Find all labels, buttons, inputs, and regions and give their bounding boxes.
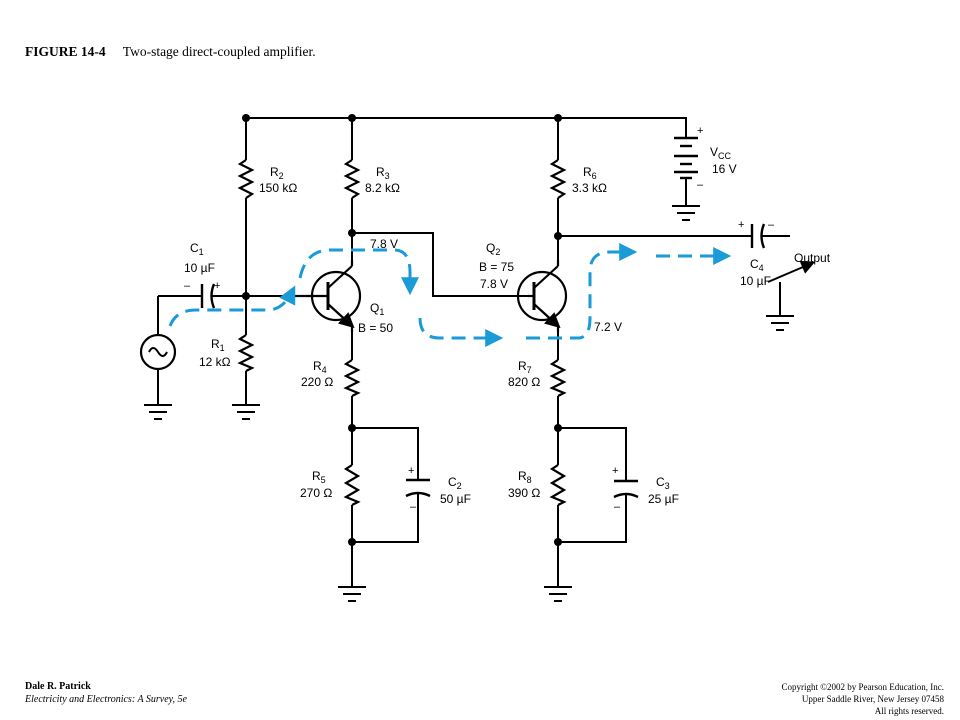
r2-designator: R2: [270, 165, 284, 181]
supply-rail: [246, 117, 687, 138]
r1-designator: R1: [211, 337, 225, 353]
signal-path: [168, 243, 732, 347]
footer-credit: Dale R. Patrick Electricity and Electron…: [25, 680, 187, 706]
resistor-r5: [343, 464, 361, 506]
copyright-line: Copyright ©2002 by Pearson Education, In…: [781, 682, 944, 692]
c4-plus: +: [738, 219, 744, 231]
q2-voltage: 7.8 V: [480, 277, 508, 291]
r6-designator: R6: [583, 165, 597, 181]
output-arrow: [767, 260, 816, 283]
r7-designator: R7: [518, 359, 532, 375]
capacitor-c2: [405, 478, 431, 498]
author-name: Dale R. Patrick: [25, 681, 91, 692]
interstage-wire: [352, 232, 528, 297]
publisher-address: Upper Saddle River, New Jersey 07458: [801, 694, 944, 704]
r3-value: 8.2 kΩ: [365, 181, 400, 195]
c4-minus: –: [768, 219, 775, 231]
book-title: Electricity and Electronics: A Survey, 5…: [25, 694, 187, 705]
resistor-r6: [549, 159, 567, 199]
q1-designator: Q1: [370, 301, 384, 317]
ground-icon: [766, 315, 794, 331]
transistor-q1: [288, 260, 362, 332]
r6-value: 3.3 kΩ: [572, 181, 607, 195]
r4-designator: R4: [313, 359, 327, 375]
r8-value: 390 Ω: [508, 486, 540, 500]
c3-designator: C3: [656, 475, 670, 491]
resistor-r7: [549, 359, 567, 397]
ac-source: [139, 333, 177, 371]
figure-caption: FIGURE 14-4 Two-stage direct-coupled amp…: [25, 44, 316, 60]
vcc-plus: +: [697, 125, 703, 137]
q1-beta: B = 50: [358, 321, 393, 335]
r5-designator: R5: [312, 469, 326, 485]
c2-minus: –: [410, 501, 417, 513]
c3-minus: –: [614, 501, 621, 513]
c1-plus: +: [214, 280, 220, 292]
capacitor-c3: [613, 479, 639, 499]
sine-wave-icon: [148, 347, 168, 357]
c4-value: 10 µF: [740, 274, 771, 288]
figure-number: FIGURE 14-4: [25, 44, 106, 59]
c2-value: 50 µF: [440, 492, 471, 506]
c3-value: 25 µF: [648, 492, 679, 506]
r8-designator: R8: [518, 469, 532, 485]
c4-designator: C4: [750, 257, 764, 273]
r3-designator: R3: [376, 165, 390, 181]
c2-plus: +: [408, 465, 414, 477]
junction-dots: [242, 114, 562, 546]
wires: [157, 117, 790, 587]
ground-icon: [544, 586, 572, 602]
rights-line: All rights reserved.: [874, 706, 944, 716]
output-label: Output: [794, 251, 831, 265]
q2-emitter-voltage: 7.2 V: [594, 320, 622, 334]
ground-icon: [338, 586, 366, 602]
c2-designator: C2: [448, 475, 462, 491]
c1-value: 10 µF: [184, 261, 215, 275]
footer-copyright: Copyright ©2002 by Pearson Education, In…: [781, 681, 944, 717]
resistor-r8: [549, 464, 567, 506]
resistor-r2: [237, 159, 255, 199]
c1-designator: C1: [190, 241, 204, 257]
ground-icon: [232, 404, 260, 420]
q2-designator: Q2: [486, 241, 500, 257]
r7-value: 820 Ω: [508, 375, 540, 389]
r1-value: 12 kΩ: [199, 355, 231, 369]
figure-title: Two-stage direct-coupled amplifier.: [122, 44, 316, 59]
vcc-designator: VCC: [710, 145, 732, 161]
capacitor-c4: [750, 223, 766, 249]
vcc-battery: [674, 136, 698, 180]
capacitor-c1: [200, 283, 216, 309]
vcc-value: 16 V: [712, 162, 737, 176]
transistor-q2: [516, 260, 568, 332]
q1-collector-voltage: 7.8 V: [370, 237, 398, 251]
ground-icon: [144, 404, 172, 420]
vcc-minus: –: [697, 179, 704, 191]
r2-value: 150 kΩ: [259, 181, 297, 195]
resistor-r1: [237, 334, 255, 372]
c1-minus: –: [184, 280, 191, 292]
resistor-r3: [343, 159, 361, 199]
resistor-r4: [343, 359, 361, 397]
c3-plus: +: [612, 465, 618, 477]
r5-value: 270 Ω: [300, 486, 332, 500]
q2-beta: B = 75: [479, 260, 514, 274]
r4-value: 220 Ω: [301, 375, 333, 389]
ground-icon: [672, 205, 700, 221]
ground-symbols: [144, 205, 794, 602]
